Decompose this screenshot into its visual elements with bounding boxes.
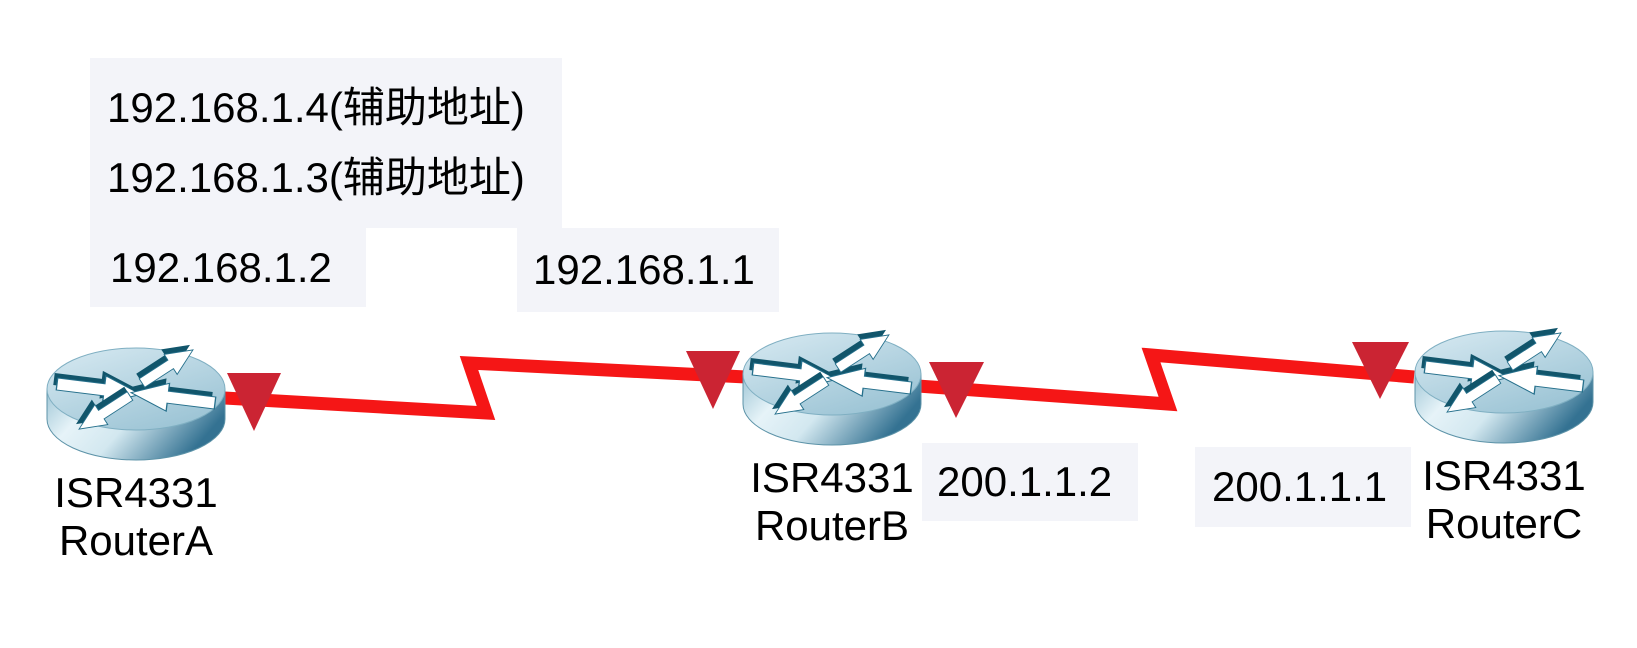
serial-link-routera-routerb[interactable] [206, 356, 747, 421]
router-caption: ISR4331 RouterA [54, 469, 217, 565]
router-caption: ISR4331 RouterB [750, 454, 913, 550]
link-down-arrow-routera-side [227, 373, 281, 431]
router-routera[interactable]: ISR4331 RouterA [45, 343, 227, 565]
router-name-label: RouterA [58, 517, 214, 564]
note-line-aux1: 192.168.1.4(辅助地址) [107, 83, 525, 131]
note-aux-addresses: 192.168.1.4(辅助地址) 192.168.1.3(辅助地址) [90, 58, 562, 228]
router-icon [1413, 326, 1595, 446]
router-name-label: RouterC [1425, 500, 1583, 547]
link-down-arrow-routerc-side [1352, 342, 1409, 399]
note-routera-lan-ip: 192.168.1.2 [90, 228, 366, 307]
note-line: 200.1.1.2 [937, 458, 1113, 505]
router-model-label: ISR4331 [750, 454, 914, 501]
link-down-arrow-routerb-left-side [686, 351, 740, 409]
router-model-label: ISR4331 [1422, 452, 1586, 499]
router-name-label: RouterB [754, 502, 910, 549]
serial-link-routerb-routerc[interactable] [889, 347, 1415, 412]
note-routerb-lan-ip: 192.168.1.1 [517, 228, 779, 312]
router-icon [45, 343, 227, 463]
note-routerb-wan-ip: 200.1.1.2 [922, 443, 1138, 521]
router-model-label: ISR4331 [54, 469, 218, 516]
note-line: 192.168.1.2 [110, 243, 332, 291]
router-icon [741, 328, 923, 448]
note-routerc-wan-ip: 200.1.1.1 [1195, 447, 1411, 527]
note-line: 192.168.1.1 [533, 246, 755, 293]
router-routerc[interactable]: ISR4331 RouterC [1413, 326, 1595, 548]
link-down-arrow-routerb-right-side [929, 362, 984, 418]
router-caption: ISR4331 RouterC [1422, 452, 1585, 548]
note-line: 200.1.1.1 [1212, 463, 1388, 510]
note-line-aux2: 192.168.1.3(辅助地址) [107, 154, 525, 202]
router-routerb[interactable]: ISR4331 RouterB [741, 328, 923, 550]
